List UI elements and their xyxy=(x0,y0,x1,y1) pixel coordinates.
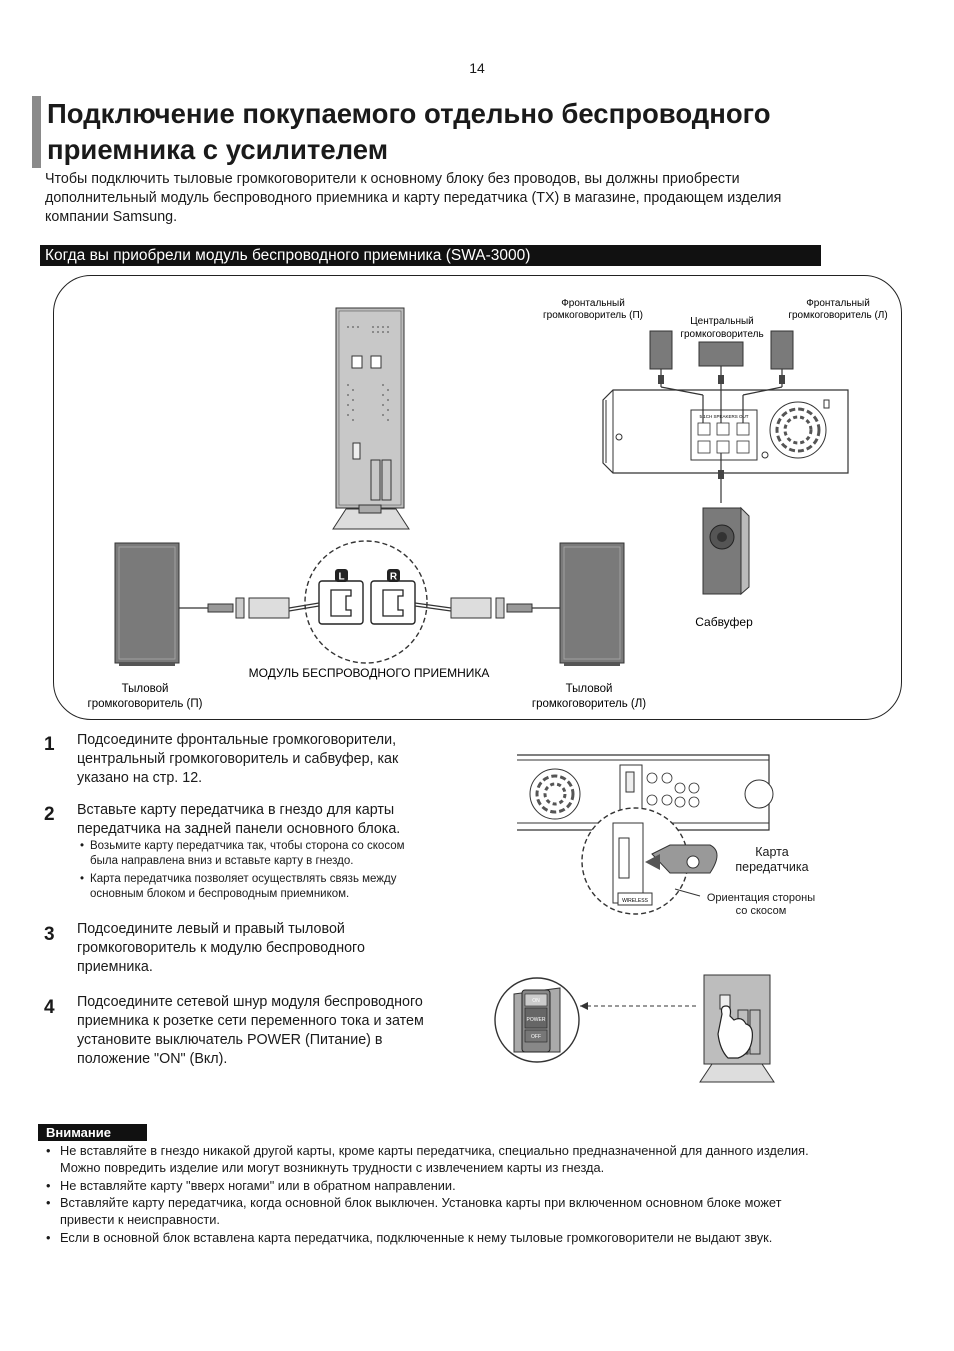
warning-item-3: • Вставляйте карту передатчика, когда ос… xyxy=(46,1194,920,1228)
bevel-orientation-label: Ориентация стороны со скосом xyxy=(700,892,822,918)
front-speaker-right-illustration xyxy=(649,330,673,370)
center-speaker-label-1: Центральный xyxy=(690,316,754,327)
bullet-line: основным блоком и беспроводным приемнико… xyxy=(90,888,350,900)
step-line: передатчика на задней панели основного б… xyxy=(77,821,401,837)
front-left-speaker-label-2: громкоговоритель (Л) xyxy=(788,310,887,321)
step-3-text: Подсоедините левый и правый тыловой гром… xyxy=(77,920,477,977)
rear-speaker-cables xyxy=(179,597,560,619)
center-speaker-label-2: громкоговоритель xyxy=(680,329,763,340)
wireless-module-label: МОДУЛЬ БЕСПРОВОДНОГО ПРИЕМНИКА xyxy=(249,666,490,680)
step-line: Подсоедините левый и правый тыловой xyxy=(77,921,345,937)
step-2-text: Вставьте карту передатчика в гнездо для … xyxy=(77,801,477,839)
bullet-line: была направлена вниз и вставьте карту в … xyxy=(90,855,354,867)
warning-badge: Внимание xyxy=(38,1124,147,1141)
power-switch-figure: ON POWER OFF xyxy=(494,974,775,1083)
connection-diagram-frame xyxy=(53,275,902,720)
step-1-text: Подсоедините фронтальные громкоговорител… xyxy=(77,731,477,788)
intro-line: Чтобы подключить тыловые громкоговорител… xyxy=(45,171,740,187)
rear-right-speaker-label-1: Тыловой xyxy=(122,683,169,695)
step-4-text: Подсоедините сетевой шнур модуля беспров… xyxy=(77,993,487,1069)
intro-line: дополнительный модуль беспроводного прие… xyxy=(45,190,782,206)
tx-card-label-line: передатчика xyxy=(735,860,809,874)
rear-left-speaker-label-2: громкоговоритель (Л) xyxy=(532,698,646,710)
title-accent-bar xyxy=(32,96,41,168)
switch-off-label: OFF xyxy=(531,1034,541,1040)
title-line-2: приемника с усилителем xyxy=(47,134,389,165)
rear-right-speaker-label-2: громкоговоритель (П) xyxy=(88,698,203,710)
warning-line: Не вставляйте карту "вверх ногами" или в… xyxy=(60,1178,456,1193)
right-tag: R xyxy=(390,572,398,583)
title-line-1: Подключение покупаемого отдельно беспров… xyxy=(47,98,771,129)
step-line: громкоговоритель к модулю беспроводного xyxy=(77,940,365,956)
tx-card-label: Карта передатчика xyxy=(722,845,822,875)
bullet-line: Карта передатчика позволяет осуществлять… xyxy=(90,873,397,885)
intro-paragraph: Чтобы подключить тыловые громкоговорител… xyxy=(45,170,905,227)
step-4-number: 4 xyxy=(44,997,55,1018)
page-number: 14 xyxy=(469,60,485,76)
warning-line: Можно повредить изделие или могут возник… xyxy=(60,1160,605,1175)
step-line: положение "ON" (Вкл). xyxy=(77,1051,228,1067)
bevel-label-line: со скосом xyxy=(735,905,787,917)
tx-card-label-line: Карта xyxy=(755,845,789,859)
step-line: приемника. xyxy=(77,959,153,975)
section-heading: Когда вы приобрели модуль беспроводного … xyxy=(40,245,821,266)
rear-speaker-right-illustration xyxy=(114,542,180,666)
switch-on-label: ON xyxy=(532,998,540,1004)
warning-item-2: • Не вставляйте карту "вверх ногами" или… xyxy=(46,1177,920,1194)
warning-item-4: • Если в основной блок вставлена карта п… xyxy=(46,1229,920,1246)
speakers-out-label: 5.1CH SPEAKERS OUT xyxy=(699,414,748,419)
front-right-speaker-label-2: громкоговоритель (П) xyxy=(543,310,643,321)
step-line: Вставьте карту передатчика в гнездо для … xyxy=(77,802,395,818)
page-title: Подключение покупаемого отдельно беспров… xyxy=(47,96,927,168)
bevel-label-line: Ориентация стороны xyxy=(706,892,816,904)
warning-line: Если в основной блок вставлена карта пер… xyxy=(60,1230,773,1245)
step-line: приемника к розетке сети переменного ток… xyxy=(77,1013,424,1029)
center-speaker-illustration xyxy=(698,341,744,367)
warning-item-1: • Не вставляйте в гнездо никакой другой … xyxy=(46,1142,920,1176)
warning-line: Вставляйте карту передатчика, когда осно… xyxy=(60,1195,782,1210)
wireless-module-illustration xyxy=(332,307,410,530)
card-insertion-figure: WIRELESS xyxy=(517,754,774,915)
step-line: центральный громкоговоритель и сабвуфер,… xyxy=(77,751,399,767)
rear-speaker-left-illustration xyxy=(559,542,625,666)
step-2-bullet-2: • Карта передатчика позволяет осуществля… xyxy=(80,872,470,902)
wireless-slot-label: WIRELESS xyxy=(622,898,649,904)
warning-line: привести к неисправности. xyxy=(60,1212,220,1227)
bullet-line: Возьмите карту передатчика так, чтобы ст… xyxy=(90,840,405,852)
intro-line: компании Samsung. xyxy=(45,209,178,225)
main-unit-rear-illustration: 5.1CH SPEAKERS OUT xyxy=(602,389,849,474)
step-2-bullet-1: • Возьмите карту передатчика так, чтобы … xyxy=(80,839,470,869)
left-tag: L xyxy=(338,572,344,583)
subwoofer-label: Сабвуфер xyxy=(695,615,753,629)
front-speaker-plugs xyxy=(658,375,785,479)
step-line: Подсоедините сетевой шнур модуля беспров… xyxy=(77,994,423,1010)
connection-diagram: L R 5.1CH SPEAKERS OUT xyxy=(88,298,888,710)
rear-left-speaker-label-1: Тыловой xyxy=(566,683,613,695)
step-line: указано на стр. 12. xyxy=(77,770,203,786)
warning-line: Не вставляйте в гнездо никакой другой ка… xyxy=(60,1143,809,1158)
module-terminals-closeup: L R xyxy=(318,569,416,625)
subwoofer-illustration xyxy=(702,506,750,596)
switch-power-label: POWER xyxy=(527,1017,546,1023)
step-line: установите выключатель POWER (Питание) в xyxy=(77,1032,383,1048)
step-1-number: 1 xyxy=(44,734,55,755)
front-right-speaker-label-1: Фронтальный xyxy=(561,298,625,309)
front-speaker-left-illustration xyxy=(770,330,794,370)
step-2-number: 2 xyxy=(44,804,55,825)
step-line: Подсоедините фронтальные громкоговорител… xyxy=(77,732,397,748)
front-left-speaker-label-1: Фронтальный xyxy=(806,298,870,309)
step-3-number: 3 xyxy=(44,924,55,945)
